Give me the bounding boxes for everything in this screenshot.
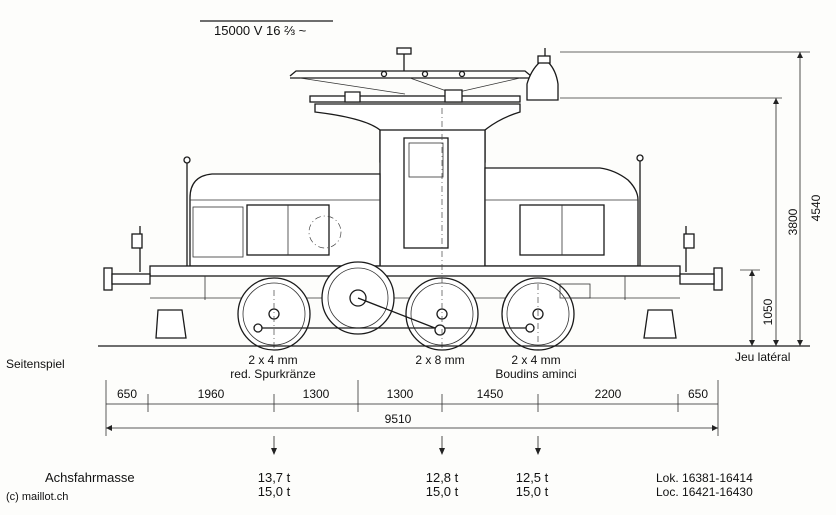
- axle2-load-b: 15,0 t: [426, 484, 459, 499]
- hood-left: [189, 173, 381, 267]
- pantograph: [289, 47, 532, 95]
- dim-segment: 650: [688, 387, 708, 401]
- dim-buffer-height: 1050: [761, 298, 775, 325]
- dim-segment: 650: [117, 387, 137, 401]
- locomotive-elevation: [103, 47, 723, 351]
- series-1-label: Lok. 16381-16414: [656, 471, 753, 485]
- buffers: [103, 267, 723, 339]
- cab-door: [403, 137, 449, 249]
- axle3-load-a: 12,5 t: [516, 470, 549, 485]
- dim-segment: 1300: [303, 387, 330, 401]
- dim-total-height: 4540: [809, 194, 823, 221]
- hood-doors: [192, 204, 605, 258]
- roof-plate: [309, 95, 521, 103]
- dim-segment: 1450: [477, 387, 504, 401]
- horizontal-dimensions: 650 1960 1300 1300 1450 2200 650 9510: [105, 380, 719, 436]
- lateral-play-axle2: 2 x 8 mm: [415, 353, 464, 367]
- dim-overall-length: 9510: [385, 412, 412, 426]
- axle1-load-a: 13,7 t: [258, 470, 291, 485]
- axle-loads-label: Achsfahrmasse: [45, 470, 135, 485]
- wheel-1: [237, 277, 311, 351]
- axle1-load-b: 15,0 t: [258, 484, 291, 499]
- series-2-label: Loc. 16421-16430: [656, 485, 753, 499]
- axle-load-arrows: [271, 436, 541, 455]
- wheel-2: [405, 277, 479, 351]
- axle3-load-b: 15,0 t: [516, 484, 549, 499]
- vertical-dimensions: 4540 3800 1050: [560, 51, 823, 346]
- lateral-play-axle1-note: red. Spurkränze: [230, 367, 316, 381]
- cab: [379, 129, 486, 271]
- dim-segment: 1300: [387, 387, 414, 401]
- roof-insulator: [526, 48, 559, 101]
- dim-segment: 1960: [198, 387, 225, 401]
- lateral-play-label-fr: Jeu latéral: [735, 350, 790, 364]
- lateral-play-axle3-note: Boudins aminci: [495, 367, 576, 381]
- axle2-load-a: 12,8 t: [426, 470, 459, 485]
- underframe: [149, 265, 681, 277]
- lateral-play-axle3: 2 x 4 mm: [511, 353, 560, 367]
- dim-cab-height: 3800: [786, 208, 800, 235]
- watermark: (c) maillot.ch: [6, 491, 68, 503]
- lateral-play-label-de: Seitenspiel: [6, 357, 65, 371]
- dim-segment: 2200: [595, 387, 622, 401]
- lateral-play-axle1: 2 x 4 mm: [248, 353, 297, 367]
- hood-right: [484, 167, 639, 267]
- voltage-label: 15000 V 16 ⅔ ~: [214, 23, 307, 38]
